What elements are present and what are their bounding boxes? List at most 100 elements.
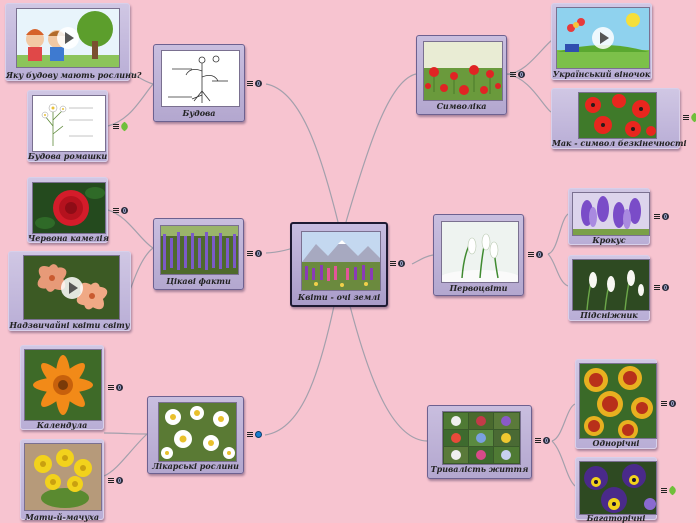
subtopic-pidsnizhnyk-node[interactable]: Підсніжник bbox=[568, 255, 650, 321]
globe-icon[interactable] bbox=[543, 437, 550, 444]
notes-icon[interactable] bbox=[108, 478, 114, 484]
notes-icon[interactable] bbox=[510, 72, 516, 78]
lily-flowers-image bbox=[23, 255, 120, 320]
topic-tsikavi-label: Цікаві факти bbox=[154, 276, 243, 286]
pervotsvity-icons bbox=[528, 251, 543, 258]
topic-pervotsvity-label: Первоцвіти bbox=[434, 283, 523, 293]
subtopic-kalendula-label: Календула bbox=[21, 420, 103, 430]
topic-pervotsvity-node[interactable]: Первоцвіти bbox=[433, 214, 524, 296]
maty-y-machukha-icons bbox=[108, 477, 123, 484]
subtopic-bahatorichni-label: Багаторічні bbox=[576, 513, 656, 523]
central-topic-node[interactable]: Квіти - очі землі bbox=[290, 222, 388, 307]
subtopic-bahatorichni-node[interactable]: Багаторічні bbox=[575, 457, 657, 520]
bahatorichni-icons bbox=[661, 487, 676, 494]
calendula-image bbox=[24, 349, 102, 421]
snowdrops-image bbox=[441, 221, 519, 283]
chamomile-diagram-image bbox=[32, 95, 106, 152]
notes-icon[interactable] bbox=[113, 124, 119, 130]
red-camellia-image bbox=[32, 182, 106, 234]
subtopic-chervona-kamelia-node[interactable]: Червона камелія bbox=[27, 177, 108, 243]
subtopic-odnorichni-node[interactable]: Однорічні bbox=[575, 359, 657, 449]
subtopic-krokus-node[interactable]: Крокус bbox=[568, 188, 650, 245]
topic-likarski-node[interactable]: Лікарські рослини bbox=[147, 396, 244, 474]
notes-icon[interactable] bbox=[654, 285, 660, 291]
leaf-icon[interactable] bbox=[120, 122, 130, 132]
globe-icon[interactable] bbox=[518, 71, 525, 78]
leaf-icon[interactable] bbox=[668, 486, 678, 496]
topic-symvolika-node[interactable]: Символіка bbox=[416, 35, 507, 115]
topic-budova-node[interactable]: Будова bbox=[153, 44, 245, 122]
symvolika-icons bbox=[510, 71, 525, 78]
topic-tryvalist-label: Тривалість життя bbox=[428, 464, 531, 474]
globe-icon[interactable] bbox=[116, 477, 123, 484]
crocus-image bbox=[572, 192, 650, 236]
red-poppies-image bbox=[578, 92, 657, 139]
odnorichni-icons bbox=[661, 400, 676, 407]
cartoon-wreath-image bbox=[556, 7, 650, 69]
leaf-icon[interactable] bbox=[690, 113, 696, 123]
notes-icon[interactable] bbox=[108, 385, 114, 391]
play-icon[interactable] bbox=[592, 27, 614, 49]
notes-icon[interactable] bbox=[661, 401, 667, 407]
notes-icon[interactable] bbox=[247, 432, 253, 438]
subtopic-kalendula-node[interactable]: Календула bbox=[20, 345, 104, 430]
subtopic-nadzvychaini-node[interactable]: Надзвичайні квіти світу bbox=[8, 251, 131, 331]
subtopic-mak-label: Мак - символ безкінечності bbox=[552, 138, 679, 148]
marigolds-image bbox=[579, 363, 657, 439]
plant-structure-image bbox=[161, 50, 240, 107]
notes-icon[interactable] bbox=[247, 81, 253, 87]
subtopic-nadzvychaini-label: Надзвичайні квіти світу bbox=[9, 320, 130, 330]
globe-icon[interactable] bbox=[116, 384, 123, 391]
notes-icon[interactable] bbox=[654, 214, 660, 220]
play-icon[interactable] bbox=[61, 277, 83, 299]
notes-icon[interactable] bbox=[528, 252, 534, 258]
mountain-meadow-image bbox=[301, 231, 381, 291]
topic-budova-label: Будова bbox=[154, 108, 244, 118]
notes-icon[interactable] bbox=[661, 488, 667, 494]
globe-icon[interactable] bbox=[536, 251, 543, 258]
play-icon[interactable] bbox=[57, 27, 79, 49]
subtopic-budova-romashky-label: Будова ромашки bbox=[28, 151, 107, 161]
subtopic-yaku-budovu-node[interactable]: Яку будову мають рослини? bbox=[5, 3, 130, 81]
subtopic-yaku-budovu-label: Яку будову мають рослини? bbox=[6, 70, 129, 80]
topic-likarski-label: Лікарські рослини bbox=[148, 461, 243, 471]
globe-icon[interactable] bbox=[398, 260, 405, 267]
flower-collage-image bbox=[442, 411, 521, 465]
snowdrop-closeup-image bbox=[572, 259, 650, 311]
blue-dot-icon[interactable] bbox=[255, 431, 262, 438]
pidsnizhnyk-icons bbox=[654, 284, 669, 291]
subtopic-ukrainskyi-vinochok-node[interactable]: Український віночок bbox=[551, 3, 652, 80]
subtopic-krokus-label: Крокус bbox=[569, 235, 649, 245]
central-icons bbox=[390, 260, 405, 267]
globe-icon[interactable] bbox=[662, 284, 669, 291]
krokus-icons bbox=[654, 213, 669, 220]
globe-icon[interactable] bbox=[669, 400, 676, 407]
daisies-image bbox=[158, 402, 237, 462]
tsikavi-icons bbox=[247, 250, 262, 257]
globe-icon[interactable] bbox=[662, 213, 669, 220]
chervona-kamelia-icons bbox=[113, 207, 128, 214]
globe-icon[interactable] bbox=[121, 207, 128, 214]
topic-symvolika-label: Символіка bbox=[417, 101, 506, 111]
budova-icons bbox=[247, 80, 262, 87]
notes-icon[interactable] bbox=[113, 208, 119, 214]
subtopic-maty-y-machukha-node[interactable]: Мати-й-мачуха bbox=[20, 439, 104, 520]
subtopic-odnorichni-label: Однорічні bbox=[576, 438, 656, 448]
subtopic-maty-y-machukha-label: Мати-й-мачуха bbox=[21, 512, 103, 522]
kalendula-icons bbox=[108, 384, 123, 391]
subtopic-budova-romashky-node[interactable]: Будова ромашки bbox=[27, 90, 108, 162]
notes-icon[interactable] bbox=[683, 115, 689, 121]
notes-icon[interactable] bbox=[247, 251, 253, 257]
topic-tryvalist-node[interactable]: Тривалість життя bbox=[427, 405, 532, 479]
notes-icon[interactable] bbox=[390, 261, 396, 267]
lavender-field-image bbox=[160, 225, 239, 275]
globe-icon[interactable] bbox=[255, 80, 262, 87]
subtopic-mak-node[interactable]: Мак - символ безкінечності bbox=[551, 88, 680, 149]
subtopic-chervona-kamelia-label: Червона камелія bbox=[28, 233, 107, 243]
poppy-field-image bbox=[423, 41, 503, 101]
mak-icons bbox=[683, 114, 696, 121]
globe-icon[interactable] bbox=[255, 250, 262, 257]
topic-tsikavi-node[interactable]: Цікаві факти bbox=[153, 218, 244, 290]
notes-icon[interactable] bbox=[535, 438, 541, 444]
cartoon-kids-tree-image bbox=[16, 8, 120, 68]
